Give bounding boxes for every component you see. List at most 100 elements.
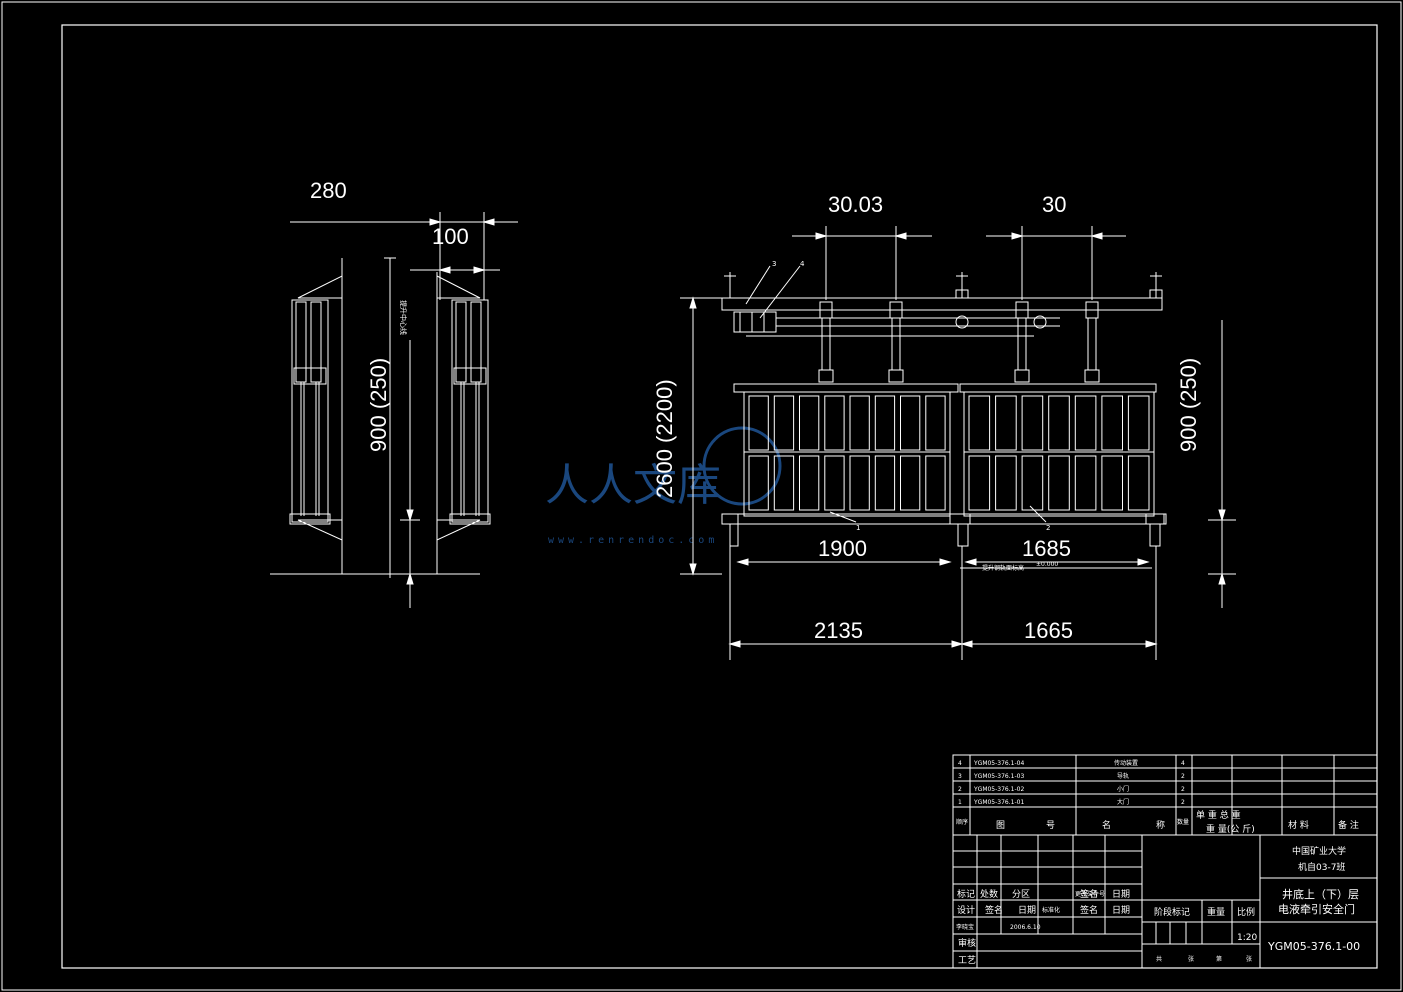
part-row-3-qty: 2: [1181, 773, 1185, 780]
label-count: 处数: [980, 888, 998, 900]
door-slat: [773, 455, 795, 511]
door-slat: [799, 455, 820, 511]
front-dim-right-height: 900 (250): [1176, 358, 1201, 452]
rail-value: ±0.000: [1036, 561, 1058, 568]
label-process: 工艺: [958, 955, 976, 966]
header-drawing-a: 图: [996, 820, 1005, 831]
balloon-4: 4: [800, 260, 805, 268]
title-line-1: 井底上（下）层: [1282, 887, 1359, 901]
header-no: 顺序: [956, 818, 968, 826]
door-slat: [1074, 455, 1097, 511]
part-row-4-drawing: YGM05-376.1-04: [973, 760, 1024, 767]
header-weight-top: 单 重 总 重: [1196, 809, 1241, 821]
door-slat: [968, 455, 991, 511]
front-dim-top-left: 30.03: [828, 192, 883, 217]
title-block-lines: [952, 754, 1378, 969]
door-slat: [925, 395, 946, 451]
part-row-2-name: 小门: [1117, 785, 1129, 793]
label-mark: 标记: [957, 888, 975, 900]
part-row-2-drawing: YGM05-376.1-02: [973, 786, 1024, 793]
label-date2: 日期: [1018, 905, 1036, 916]
class-name: 机自03-7班: [1298, 861, 1345, 873]
drawing-frame: [61, 24, 1378, 969]
university-name: 中国矿业大学: [1292, 845, 1346, 857]
balloon-2: 2: [1046, 524, 1050, 532]
front-dim-top-right: 30: [1042, 192, 1066, 217]
header-remark: 备 注: [1338, 819, 1359, 831]
label-sheet: 张: [1188, 955, 1194, 963]
part-row-3-name: 导轨: [1117, 772, 1129, 780]
front-dim-door-left: 1900: [818, 536, 867, 561]
door-slat: [1101, 395, 1124, 451]
parts-list: 4 YGM05-376.1-04 传动装置 4 3 YGM05-376.1-03…: [956, 759, 1359, 835]
door-slat: [874, 395, 896, 451]
part-row-1-no: 1: [958, 799, 962, 806]
label-weight: 重量: [1207, 906, 1225, 918]
door-slat: [1021, 395, 1044, 451]
header-name-a: 名: [1102, 819, 1111, 831]
side-dim-width: 280: [310, 178, 347, 203]
part-row-1-qty: 2: [1181, 799, 1185, 806]
side-dim-offset: 100: [432, 224, 469, 249]
scale-value: 1:20: [1237, 933, 1257, 943]
front-dim-door-right: 1685: [1022, 536, 1071, 561]
header-material: 材 料: [1288, 819, 1309, 831]
door-slat: [995, 395, 1017, 451]
checker-name: 李晓宝: [956, 923, 974, 931]
door-slat: [748, 455, 769, 511]
title-block: 中国矿业大学 机自03-7班 井底上（下）层 电液牵引安全门 YGM05-376…: [956, 845, 1360, 966]
door-slat: [900, 455, 921, 511]
part-row-1-drawing: YGM05-376.1-01: [973, 799, 1024, 806]
label-design: 设计: [957, 904, 975, 916]
header-drawing-b: 号: [1046, 820, 1055, 831]
label-date: 日期: [1112, 889, 1130, 900]
header-qty: 数量: [1177, 818, 1189, 826]
part-row-3-drawing: YGM05-376.1-03: [973, 773, 1024, 780]
door-slat: [1127, 395, 1150, 451]
front-view: [680, 226, 1236, 660]
door-slat: [1048, 455, 1070, 511]
side-dim-height: 900 (250): [366, 358, 391, 452]
door-slat: [1021, 455, 1044, 511]
door-slat: [874, 455, 896, 511]
front-dim-bottom-right: 1665: [1024, 618, 1073, 643]
door-slat: [824, 395, 845, 451]
door-slat: [773, 395, 795, 451]
label-sign3: 签名: [1080, 904, 1098, 916]
front-dim-overall-height: 2600 (2200): [652, 379, 677, 498]
door-slat: [1048, 395, 1070, 451]
door-slat: [968, 395, 991, 451]
label-date3: 日期: [1112, 905, 1130, 916]
part-row-4-no: 4: [958, 760, 962, 767]
label-zone: 分区: [1012, 889, 1030, 900]
door-slat: [900, 395, 921, 451]
front-dim-bottom-left: 2135: [814, 618, 863, 643]
balloon-1: 1: [856, 524, 860, 532]
door-slat: [1074, 395, 1097, 451]
door-slat: [849, 395, 870, 451]
door-slat: [748, 395, 769, 451]
balloon-3: 3: [772, 260, 776, 268]
part-row-4-name: 传动装置: [1114, 759, 1138, 767]
part-row-2-no: 2: [958, 786, 962, 793]
label-standard: 标准化: [1042, 906, 1060, 914]
door-slat: [849, 455, 870, 511]
drawing-number: YGM05-376.1-00: [1267, 940, 1360, 953]
watermark-logo-circle: [702, 426, 782, 506]
label-change-doc: 更改文件号: [1075, 890, 1105, 898]
header-name-b: 称: [1156, 819, 1165, 831]
part-row-3-no: 3: [958, 773, 962, 780]
label-stage: 阶段标记: [1154, 906, 1190, 918]
label-sheet-b: 张: [1246, 955, 1252, 963]
part-row-2-qty: 2: [1181, 786, 1185, 793]
label-review: 审核: [958, 937, 976, 949]
door-slat: [925, 455, 946, 511]
watermark: 人人文库 www.renrendoc.com: [545, 426, 782, 546]
door-slat: [1101, 455, 1124, 511]
part-row-4-qty: 4: [1181, 760, 1185, 767]
door-slat: [824, 455, 845, 511]
label-sign: 签名: [1080, 888, 1098, 900]
centerline-label: 提升中心线: [399, 300, 408, 335]
label-scale: 比例: [1237, 906, 1255, 918]
